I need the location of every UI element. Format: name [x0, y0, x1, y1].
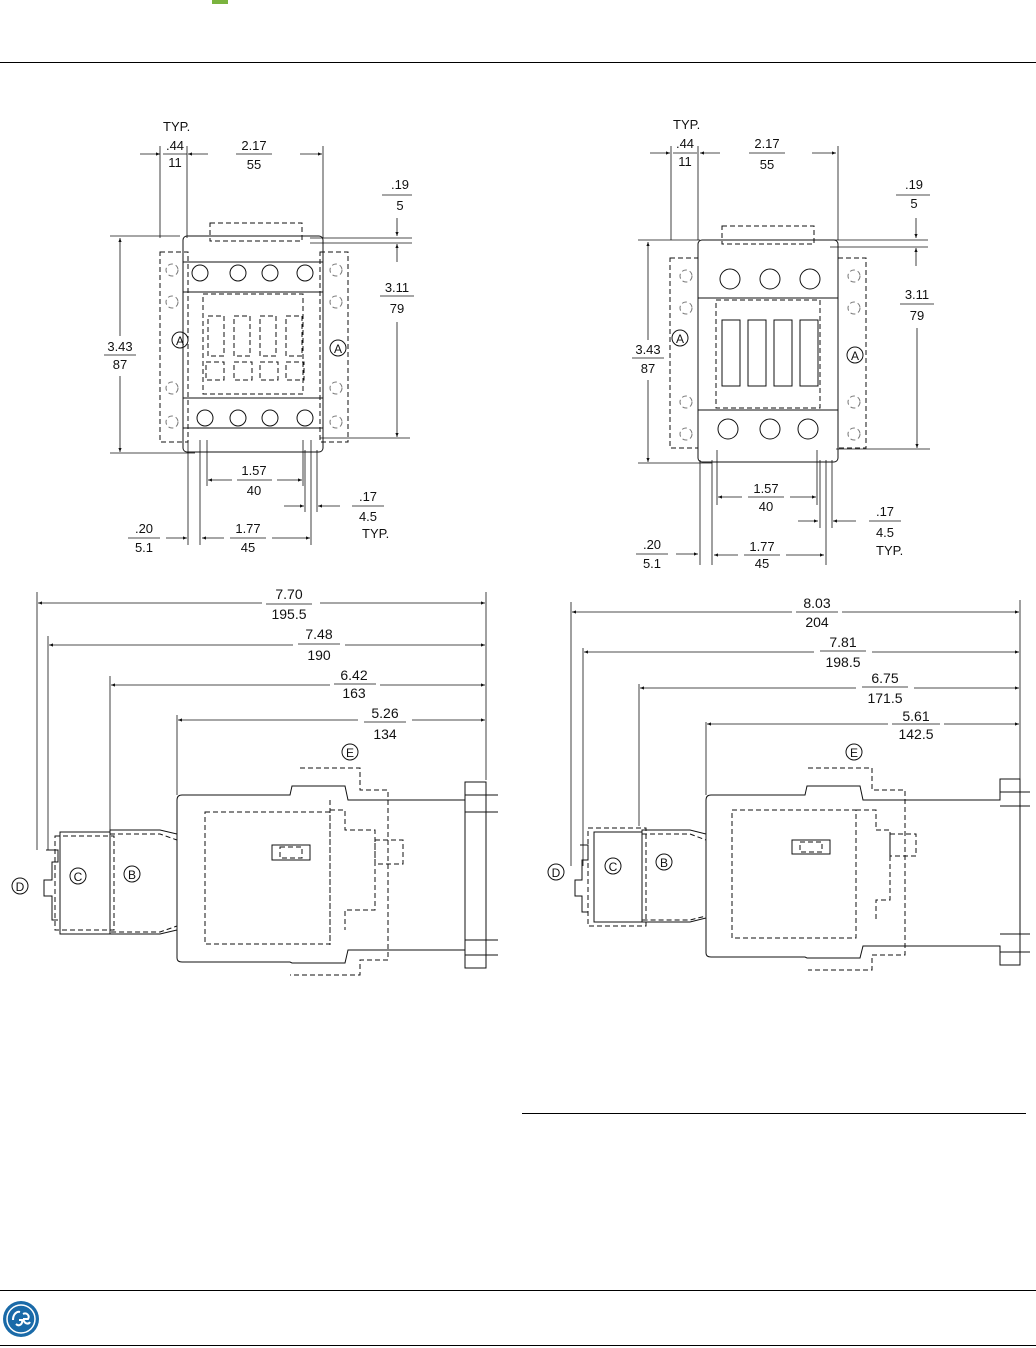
dim-text: 7.81 — [829, 634, 856, 650]
callout-d-label: D — [552, 866, 561, 880]
dim-text: 87 — [641, 361, 655, 376]
dim-text: 190 — [307, 647, 331, 663]
dim-text: 3.11 — [385, 280, 409, 295]
dim-text: 142.5 — [898, 726, 933, 742]
dim-text: 171.5 — [867, 690, 902, 706]
dim-text: 5 — [910, 196, 917, 211]
dim-text: 2.17 — [754, 136, 779, 151]
dim-text: 163 — [342, 685, 366, 701]
right-side-view: 8.03 204 7.81 198.5 6.75 171.5 5.61 142.… — [547, 595, 1030, 971]
callout-circle — [69, 867, 87, 885]
dim-text: .20 — [643, 537, 661, 552]
dim-text: 5.1 — [135, 540, 153, 555]
dim-text: 3.11 — [905, 287, 929, 302]
footer-rule-top — [0, 1290, 1036, 1291]
dim-text: .17 — [876, 504, 894, 519]
dim-typ-label: TYP. — [163, 119, 190, 134]
callout-circle — [547, 863, 565, 881]
callout-c-label: C — [74, 870, 83, 884]
callout-c-label: C — [609, 860, 618, 874]
callout-circle — [671, 329, 689, 347]
callout-d-label: D — [16, 880, 25, 894]
dim-text: 1.77 — [235, 521, 260, 536]
ge-monogram-icon — [3, 1301, 39, 1337]
footer-rule-bottom — [0, 1345, 1036, 1346]
header-rule — [0, 62, 1036, 63]
dim-text: 5.1 — [643, 556, 661, 571]
dim-text: 79 — [390, 301, 404, 316]
dim-text: 2.17 — [241, 138, 266, 153]
callout-circle — [11, 877, 29, 895]
callout-b-label: B — [128, 868, 136, 882]
dim-text: 45 — [755, 556, 769, 571]
callout-b-label: B — [660, 856, 668, 870]
callout-circle — [171, 331, 189, 349]
dim-text: 204 — [805, 614, 829, 630]
dim-text: 4.5 — [359, 509, 377, 524]
dim-text: .44 — [166, 138, 184, 153]
callout-circle — [329, 339, 347, 357]
callout-circle — [846, 346, 864, 364]
dim-text: 11 — [168, 155, 182, 170]
dim-text: 1.77 — [749, 539, 774, 554]
dim-text: 55 — [760, 157, 774, 172]
dim-text: 87 — [113, 357, 127, 372]
callout-e-label: E — [850, 746, 858, 760]
callout-circle — [123, 865, 141, 883]
dim-text: 40 — [247, 483, 261, 498]
dim-typ-label: TYP. — [673, 117, 700, 132]
callout-a-label: A — [851, 349, 859, 363]
dim-text: 3.43 — [107, 339, 132, 354]
dim-text: 134 — [373, 726, 397, 742]
dim-text: 8.03 — [803, 595, 830, 611]
callout-e-label: E — [346, 746, 354, 760]
dim-text: 6.75 — [871, 670, 898, 686]
dim-text: 5.61 — [902, 708, 929, 724]
dim-text: 79 — [910, 308, 924, 323]
dim-text: 198.5 — [825, 654, 860, 670]
dim-text: 40 — [759, 499, 773, 514]
dim-text: 3.43 — [635, 342, 660, 357]
dim-text: .17 — [359, 489, 377, 504]
right-top-view: TYP. .44 11 2.17 55 .19 5 3.11 79 — [632, 117, 934, 571]
dim-text: 195.5 — [271, 606, 306, 622]
dim-text: 4.5 — [876, 525, 894, 540]
dim-text: .20 — [135, 521, 153, 536]
callout-a-label: A — [176, 334, 184, 348]
dim-text: 55 — [247, 157, 261, 172]
accent-bar — [212, 0, 228, 4]
dim-text: 5 — [396, 198, 403, 213]
callout-circle — [341, 743, 359, 761]
left-side-view: 7.70 195.5 7.48 190 6.42 163 5.26 134 — [11, 586, 498, 976]
dim-text: 1.57 — [241, 463, 266, 478]
dim-text: 5.26 — [371, 705, 398, 721]
dim-typ-label: TYP. — [876, 543, 903, 558]
dim-text: .44 — [676, 136, 694, 151]
callout-a-label: A — [676, 332, 684, 346]
section-rule — [522, 1113, 1026, 1114]
callout-a-label: A — [334, 342, 342, 356]
callout-circle — [845, 743, 863, 761]
dim-text: 6.42 — [340, 667, 367, 683]
callout-circle — [604, 857, 622, 875]
dim-text: 1.57 — [753, 481, 778, 496]
callout-circle — [655, 853, 673, 871]
dim-text: 7.48 — [305, 626, 332, 642]
dim-text: 11 — [678, 154, 692, 169]
dim-text: 45 — [241, 540, 255, 555]
left-top-view: TYP. .44 11 2.17 55 .19 5 3.11 79 — [104, 119, 414, 555]
dim-text: .19 — [391, 177, 409, 192]
dim-text: 7.70 — [275, 586, 302, 602]
dim-text: .19 — [905, 177, 923, 192]
dim-typ-label: TYP. — [362, 526, 389, 541]
